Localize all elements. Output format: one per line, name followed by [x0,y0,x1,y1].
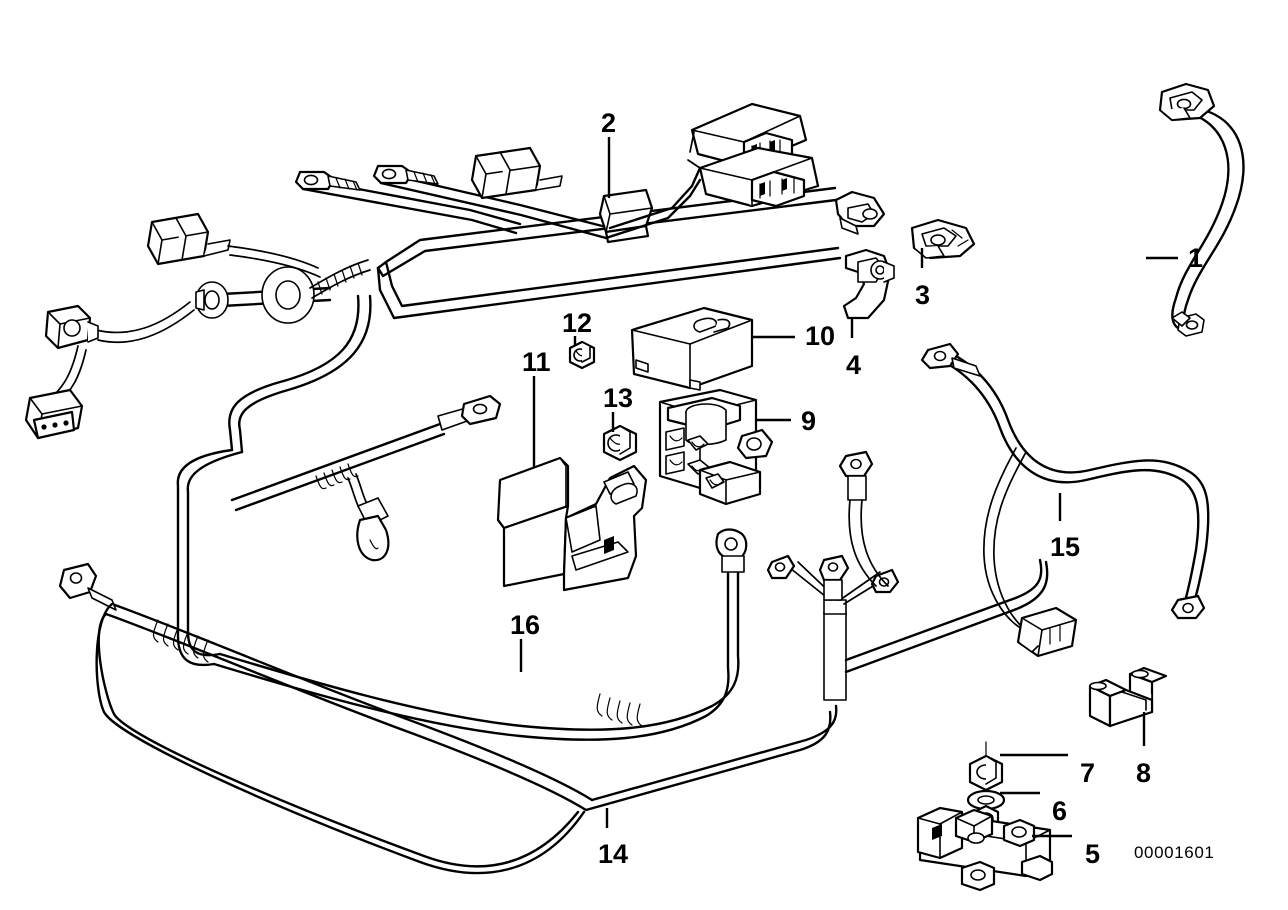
ring-terminal [58,562,117,611]
battery-pole-clamp [1158,82,1216,122]
part-14-ground-cable [58,562,838,875]
ring-terminal [818,554,850,601]
harness-end-clamp [834,190,886,235]
ring-terminal [870,568,900,594]
part-8-mounting-bracket [1088,666,1168,728]
callout-label-13: 13 [603,383,634,413]
part-2-engine-wiring-harness [294,102,886,320]
ring-terminal [766,554,796,580]
mid-branch-cable [347,473,390,562]
three-pin-connector [24,345,87,440]
callout-leader-lines [519,137,1178,838]
ring-terminal [838,450,889,587]
part-15-alternator-cable [838,342,1210,658]
callout-label-2: 2 [601,108,617,138]
ring-terminal [1170,594,1206,620]
part-16-protective-cover [496,456,648,592]
callout-label-16: 16 [510,610,541,640]
callout-label-3: 3 [915,280,931,310]
ring-terminal [294,170,361,191]
side-connector [44,304,99,350]
callout-label-14: 14 [598,839,629,869]
part-16-cable-loop [212,528,748,741]
callout-label-7: 7 [1080,758,1096,788]
callout-label-12: 12 [562,308,593,338]
part-1-battery-positive-cable [1158,82,1245,337]
plug-connector [470,146,563,200]
main-loop-cable-left [176,294,372,667]
callout-label-1: 1 [1188,243,1204,273]
small-plug-connector [1016,606,1078,658]
callout-label-10: 10 [805,321,836,351]
plug-connector [146,212,321,278]
part-12-hex-nut [568,340,596,370]
multipin-connector-lower [698,146,820,208]
ring-terminal [372,164,439,185]
part-3-terminal-clamp [910,218,976,260]
part-5-terminal-block [916,804,1054,892]
callout-label-11: 11 [522,347,551,377]
callout-label-4: 4 [846,350,862,380]
ring-terminal [920,342,981,377]
lower-junction-cables [766,554,1049,701]
callout-label-8: 8 [1136,758,1152,788]
callout-label-9: 9 [801,406,817,436]
part-7-hex-nut [968,741,1004,792]
part-13-hex-nut [602,424,638,462]
callout-label-6: 6 [1052,796,1068,826]
callout-label-15: 15 [1050,532,1081,562]
ring-terminal [1171,311,1205,337]
part-4-cable-bracket [842,248,895,320]
callout-label-5: 5 [1085,839,1101,869]
left-harness-assembly [24,212,371,440]
part-10-cover-cap [630,306,754,391]
center-ring-cable [230,394,502,512]
diagram-code: 00001601 [1134,843,1215,862]
ring-terminal [715,528,748,573]
part-9-fuse-terminal-block [658,388,774,506]
